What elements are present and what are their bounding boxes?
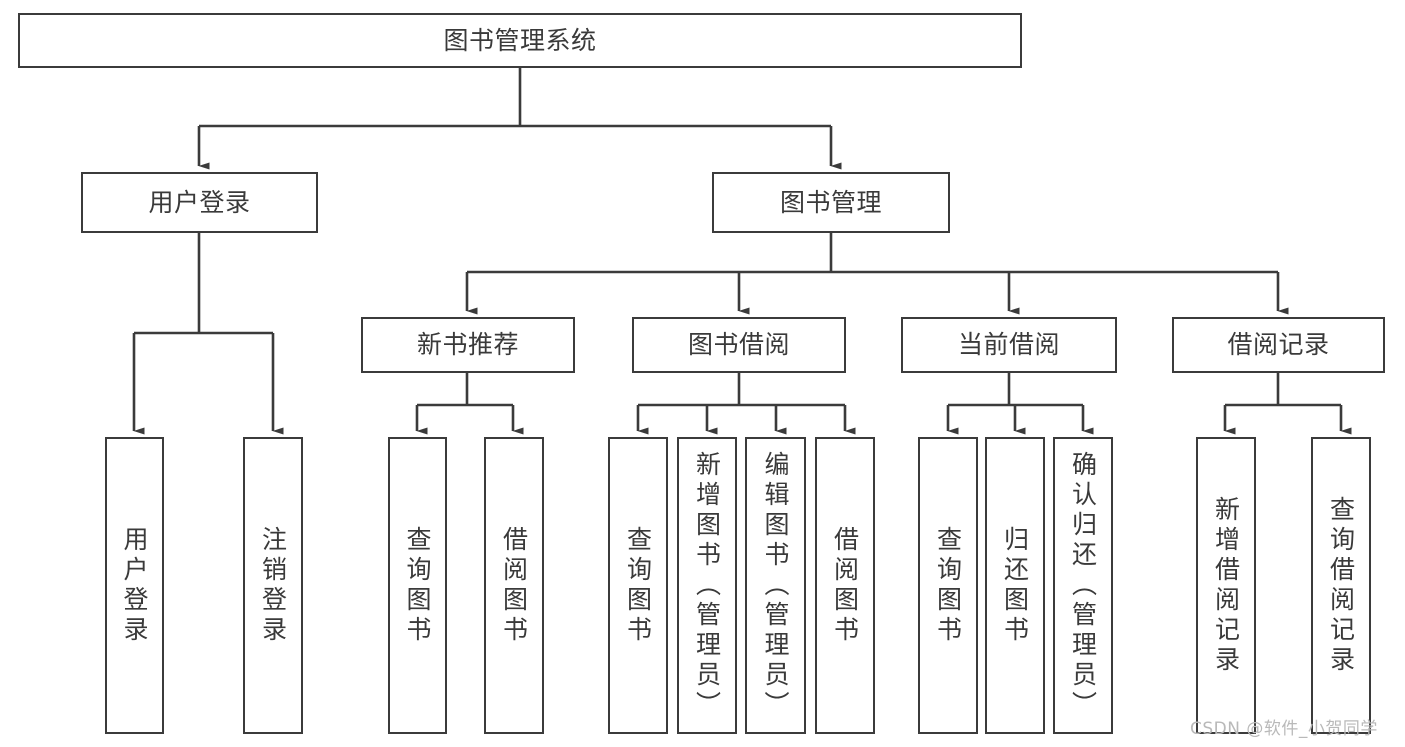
node-label: 当前借阅 [957, 330, 1060, 360]
node-borrow-record[interactable]: 借阅记录 [1172, 317, 1385, 373]
leaf-current-query-book[interactable]: 查询图书 [918, 437, 978, 734]
leaf-label: 新增借阅记录 [1211, 495, 1241, 676]
leaf-record-query-record[interactable]: 查询借阅记录 [1311, 437, 1371, 734]
leaf-label: 借阅图书 [499, 525, 529, 646]
leaf-label: 查询图书 [403, 525, 432, 646]
leaf-borrow-query-book[interactable]: 查询图书 [608, 437, 668, 734]
leaf-recommend-query-book[interactable]: 查询图书 [388, 437, 447, 734]
node-label: 图书管理系统 [443, 25, 597, 55]
leaf-user-login-login[interactable]: 用户登录 [105, 437, 164, 734]
node-label: 新书推荐 [416, 330, 519, 360]
watermark: CSDN @软件_小贺同学 [1190, 719, 1378, 739]
leaf-label: 确认归还（管理员） [1068, 450, 1098, 721]
node-user-login[interactable]: 用户登录 [81, 172, 318, 233]
leaf-record-add-record[interactable]: 新增借阅记录 [1196, 437, 1256, 734]
node-book-borrow[interactable]: 图书借阅 [632, 317, 846, 373]
leaf-label: 借阅图书 [830, 525, 860, 646]
leaf-label: 新增图书（管理员） [692, 450, 722, 721]
leaf-user-login-logout[interactable]: 注销登录 [243, 437, 303, 734]
node-current-borrow[interactable]: 当前借阅 [901, 317, 1117, 373]
leaf-label: 用户登录 [120, 525, 149, 646]
leaf-borrow-add-book-admin[interactable]: 新增图书（管理员） [677, 437, 737, 734]
leaf-label: 注销登录 [258, 525, 288, 646]
leaf-label: 查询图书 [933, 525, 963, 646]
leaf-current-confirm-return-admin[interactable]: 确认归还（管理员） [1053, 437, 1113, 734]
node-book-management[interactable]: 图书管理 [712, 172, 950, 233]
node-label: 借阅记录 [1227, 330, 1330, 360]
leaf-recommend-borrow-book[interactable]: 借阅图书 [484, 437, 544, 734]
node-label: 图书管理 [779, 187, 882, 217]
node-new-book-recommend[interactable]: 新书推荐 [361, 317, 575, 373]
leaf-label: 查询借阅记录 [1326, 495, 1356, 676]
node-root-book-management-system[interactable]: 图书管理系统 [18, 13, 1022, 68]
leaf-borrow-edit-book-admin[interactable]: 编辑图书（管理员） [745, 437, 806, 734]
node-label: 用户登录 [148, 187, 251, 217]
leaf-current-return-book[interactable]: 归还图书 [985, 437, 1045, 734]
leaf-label: 归还图书 [1000, 525, 1030, 646]
leaf-label: 查询图书 [623, 525, 653, 646]
node-label: 图书借阅 [687, 330, 790, 360]
leaf-label: 编辑图书（管理员） [761, 450, 790, 721]
leaf-borrow-borrow-book[interactable]: 借阅图书 [815, 437, 875, 734]
